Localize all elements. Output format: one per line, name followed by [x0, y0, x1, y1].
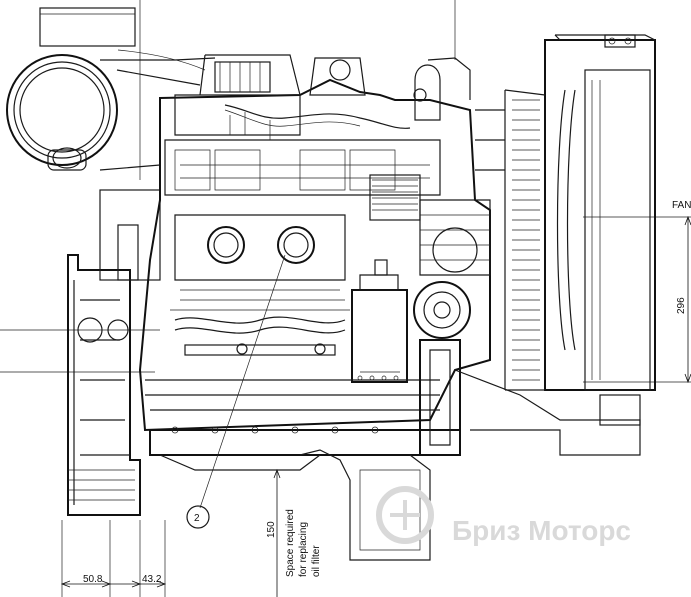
note-line-1: Space required: [285, 509, 296, 577]
dimension-150: [270, 468, 290, 597]
engine-block: [138, 54, 491, 432]
dimension-150-label: 150: [266, 521, 277, 538]
callout-2-label: 2: [194, 513, 200, 524]
watermark-text: Бриз Моторс: [452, 515, 631, 546]
reference-lines: [0, 0, 691, 383]
fuel-pump: [170, 214, 350, 356]
air-cleaner: [6, 7, 216, 171]
watermark-logo: [376, 486, 434, 544]
note-line-2: for replacing: [298, 522, 309, 577]
oil-filter: [351, 259, 408, 383]
water-pump: [413, 199, 491, 339]
dimension-43-2-label: 43.2: [142, 574, 162, 585]
callout-2: [186, 254, 286, 529]
note-line-3: oil filter: [311, 545, 322, 577]
radiator: [475, 34, 656, 391]
dimension-296: [684, 215, 691, 384]
dimension-296-label: 296: [676, 297, 687, 314]
dimension-50-8-label: 50.8: [83, 574, 103, 585]
fan-label: FAN: [672, 200, 691, 211]
dimension-bottom: [60, 520, 167, 597]
front-bracket: [419, 339, 641, 456]
flywheel-housing: [67, 189, 161, 516]
